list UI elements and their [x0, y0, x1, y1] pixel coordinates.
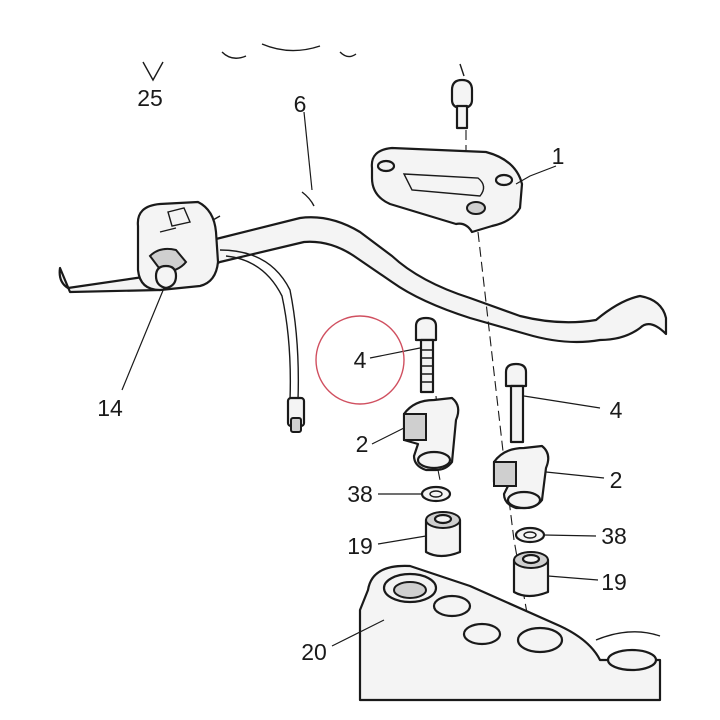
top-yoke: [358, 564, 662, 702]
highlight-circle: [315, 315, 405, 405]
top-edge-fragments: [221, 43, 357, 59]
callout-4-left: 4: [354, 347, 367, 373]
leader-lines: [121, 111, 605, 647]
callout-1: 1: [552, 143, 565, 169]
callout-38-left: 38: [347, 481, 373, 507]
riser-bolt-left: [414, 316, 438, 394]
top-clamp-bolt: [450, 63, 474, 130]
bushing-right: [512, 551, 550, 598]
callout-19-right: 19: [601, 569, 627, 595]
switch-housing: [136, 200, 220, 292]
handlebar-clamp-top: [370, 146, 524, 234]
riser-left: [402, 396, 460, 472]
callout-6: 6: [294, 91, 307, 117]
callout-38-right: 38: [601, 523, 627, 549]
axis-line-left-lower: [437, 469, 441, 481]
switch-cable: [219, 249, 306, 433]
riser-bolt-right: [504, 362, 528, 444]
part-25-arrow: [142, 61, 164, 82]
washer-right: [514, 526, 546, 544]
callout-4-right: 4: [610, 397, 623, 423]
callout-14: 14: [97, 395, 123, 421]
washer-left: [420, 485, 452, 503]
callout-2-left: 2: [356, 431, 369, 457]
callout-2-right: 2: [610, 467, 623, 493]
callout-25: 25: [137, 85, 163, 111]
callout-20: 20: [301, 639, 327, 665]
callout-19-left: 19: [347, 533, 373, 559]
riser-right: [492, 444, 550, 510]
bushing-left: [424, 511, 462, 558]
axis-line-center: [477, 231, 531, 631]
